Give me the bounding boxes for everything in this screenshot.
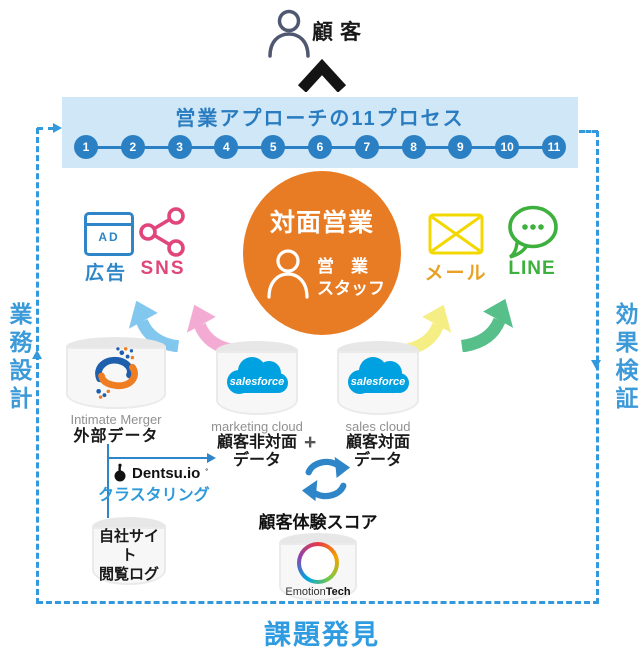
dashed-line-left	[36, 128, 39, 604]
customer-label: 顧客	[312, 21, 368, 44]
ad-browser-bar	[87, 223, 131, 226]
salesforce-logo: salesforce	[348, 357, 409, 394]
salesforce-logo-text: salesforce	[351, 376, 405, 388]
clustering-line-horizontal	[107, 457, 209, 459]
chevron-up-icon	[297, 58, 347, 92]
ad-channel-label: 広告	[84, 263, 127, 284]
dentsu-vendor-text: Dentsu.io	[132, 464, 201, 482]
process-step-5: 5	[261, 135, 286, 159]
external-data-cylinder	[66, 337, 166, 409]
sales-cloud-label-line2: データ	[353, 452, 402, 469]
process-step-11: 11	[541, 135, 566, 159]
external-data-vendor: Intimate Merger	[70, 412, 162, 427]
sns-share-icon	[139, 207, 185, 257]
site-log-line2: 閲覧ログ	[98, 565, 159, 583]
emotiontech-logo-text: EmotionTech	[285, 586, 350, 598]
process-banner: 営業アプローチの11プロセス 1 2 3 4 5 6 7 8 9 10 11	[62, 97, 578, 168]
arrowhead-up-left-icon	[32, 350, 42, 359]
arrowhead-down-right-icon	[591, 360, 601, 369]
experience-score-title: 顧客体験スコア	[258, 513, 378, 532]
salesforce-logo: salesforce	[227, 357, 288, 394]
sales-cloud-caption: sales cloud	[345, 419, 411, 434]
process-step-8: 8	[401, 135, 426, 159]
clustering-line-vertical	[107, 444, 109, 518]
sales-cloud-label: 顧客対面 データ	[327, 434, 429, 470]
mail-channel-label: メール	[424, 263, 488, 284]
face-to-face-sales-circle: 対面営業 営 業 スタッフ	[243, 171, 401, 335]
emotiontech-ring-inner	[301, 546, 335, 580]
ad-icon-text: AD	[98, 230, 120, 244]
dentsu-logo-row: Dentsu.io ˚	[113, 463, 208, 483]
marketing-cloud-label: 顧客非対面 データ	[206, 434, 308, 470]
process-step-4: 4	[214, 135, 239, 159]
left-phase-label: 業務設計	[6, 302, 32, 414]
bottom-phase-label: 課題発見	[264, 620, 380, 650]
arrow-to-ad-icon	[128, 300, 180, 352]
ad-browser-icon: AD	[84, 212, 134, 256]
dentsu-droplet-icon	[114, 463, 126, 482]
line-chat-bubble-icon	[508, 205, 558, 259]
process-step-3: 3	[167, 135, 192, 159]
process-step-1: 1	[74, 135, 98, 159]
arrowhead-into-banner-icon	[53, 123, 62, 133]
emotiontech-cylinder: EmotionTech	[279, 533, 357, 601]
clustering-arrowhead-icon	[207, 453, 216, 463]
site-log-line1: 自社サイト	[98, 527, 159, 564]
external-data-label: 外部データ	[73, 428, 159, 445]
site-log-cylinder: 自社サイト 閲覧ログ	[92, 517, 166, 585]
sales-cloud-label-line1: 顧客対面	[345, 434, 410, 451]
dashed-line-bottom	[37, 601, 599, 604]
dashed-connector-top-right	[579, 130, 598, 133]
sales-staff-label: 営 業 スタッフ	[317, 256, 385, 300]
process-step-2: 2	[120, 135, 145, 159]
emotiontech-text-bold: Tech	[325, 586, 351, 598]
marketing-cloud-cylinder: salesforce	[216, 341, 298, 415]
plus-sign: +	[304, 431, 317, 454]
sync-arrows-icon	[301, 456, 351, 502]
emotiontech-text-regular: Emotion	[285, 586, 326, 598]
emotiontech-ring-logo	[297, 542, 339, 584]
intimate-merger-logo	[95, 347, 138, 399]
marketing-cloud-label-line2: データ	[232, 452, 281, 469]
dashed-connector-top-left	[37, 127, 54, 130]
cylinder-body	[92, 527, 166, 585]
arrow-to-line-icon	[460, 298, 514, 352]
process-steps: 1 2 3 4 5 6 7 8 9 10 11	[74, 134, 566, 160]
clustering-label: クラスタリング	[98, 487, 210, 504]
sales-staff-person-icon	[267, 249, 309, 299]
face-to-face-title: 対面営業	[269, 209, 374, 237]
right-phase-label: 効果検証	[612, 302, 638, 414]
customer-person-icon	[268, 9, 310, 58]
sales-staff-line2: スタッフ	[317, 279, 385, 298]
marketing-cloud-label-line1: 顧客非対面	[216, 434, 297, 451]
process-banner-title: 営業アプローチの11プロセス	[175, 108, 465, 130]
sales-cloud-cylinder: salesforce	[337, 341, 419, 415]
site-log-label: 自社サイト 閲覧ログ	[92, 527, 166, 584]
process-step-7: 7	[354, 135, 379, 159]
process-step-10: 10	[495, 135, 520, 159]
dentsu-reg-mark: ˚	[205, 468, 209, 478]
sales-staff-line1: 営 業	[317, 257, 368, 276]
marketing-cloud-caption: marketing cloud	[211, 419, 303, 434]
mail-envelope-icon	[428, 213, 484, 255]
salesforce-logo-text: salesforce	[230, 376, 284, 388]
process-step-9: 9	[448, 135, 473, 159]
sns-channel-label: SNS	[140, 258, 186, 279]
line-channel-label: LINE	[508, 258, 556, 279]
process-step-6: 6	[307, 135, 332, 159]
